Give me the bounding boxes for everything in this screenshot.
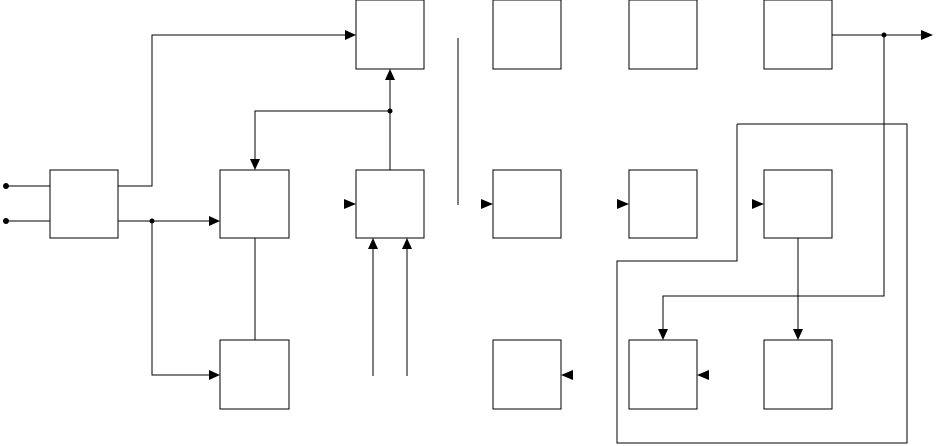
block-top-col5 (492, 0, 562, 70)
arrowhead-bottom-col6-top-in (658, 329, 668, 340)
arrowhead-bottom-col7-top-in (793, 329, 803, 340)
block-mid-col5 (492, 169, 562, 239)
arrowhead-bottom-col6-in (697, 370, 709, 380)
arrowhead-output (921, 30, 933, 40)
arrowhead-mid-col2-top-in (250, 159, 260, 170)
wire-splitter-to-top-center (118, 34, 346, 187)
region-boundary (616, 123, 908, 444)
wire-output-to-bottom-col6 (662, 35, 885, 330)
arrowhead-top-center-in (345, 30, 356, 40)
wire-branch-to-bottom-col2 (151, 221, 210, 376)
wire-feedback-to-mid-col2 (254, 110, 390, 160)
block-mid-col7 (763, 169, 833, 239)
arrowhead-mid-col6-in (617, 199, 629, 209)
arrowhead-top-center-bottom-in (385, 69, 395, 80)
block-bottom-col5 (492, 339, 562, 410)
arrowhead-mid-col3-bottom-in-1 (368, 238, 378, 249)
arrowhead-bottom-col2-in (209, 370, 220, 380)
block-mid-col3 (355, 169, 425, 239)
block-bottom-col2 (219, 339, 290, 410)
arrowhead-mid-col5-in (481, 199, 493, 209)
block-mid-col2 (219, 169, 290, 239)
block-bottom-col6 (628, 339, 698, 410)
arrowhead-mid-col2-in (209, 216, 220, 226)
block-top-col6 (628, 0, 698, 70)
block-mid-col6 (628, 169, 698, 239)
arrowhead-mid-col3-in (344, 199, 356, 209)
arrowhead-mid-col3-bottom-in-2 (402, 238, 412, 249)
block-bottom-col7 (763, 339, 833, 410)
block-input-splitter (49, 169, 119, 239)
block-top-col7 (763, 0, 833, 70)
arrowhead-mid-col7-in (752, 199, 764, 209)
arrowhead-bottom-col5-in (561, 370, 573, 380)
block-top-center (355, 0, 425, 70)
